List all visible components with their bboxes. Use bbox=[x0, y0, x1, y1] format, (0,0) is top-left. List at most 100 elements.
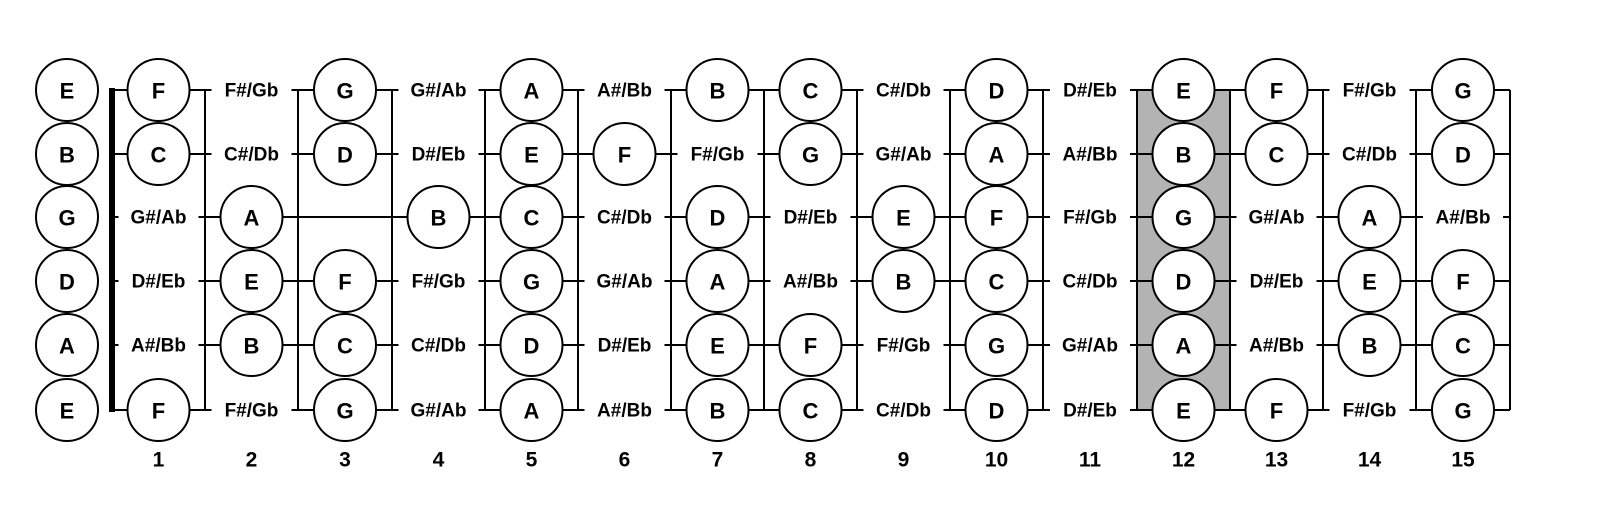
note-label: G#/Ab bbox=[597, 272, 653, 293]
note-label: G bbox=[988, 334, 1005, 359]
fret-note: A bbox=[685, 249, 750, 313]
label-backing bbox=[1236, 332, 1317, 358]
fret-note: D#/Eb bbox=[118, 268, 199, 294]
fret-note: C#/Db bbox=[1050, 268, 1130, 294]
fret-note: E bbox=[685, 313, 750, 377]
note-label: F#/Gb bbox=[877, 336, 931, 357]
note-label: A#/Bb bbox=[783, 272, 838, 293]
label-backing bbox=[584, 204, 665, 230]
note-label: A bbox=[524, 79, 540, 104]
fret-note: D#/Eb bbox=[398, 141, 479, 167]
fret-note: C bbox=[778, 378, 843, 442]
note-circle bbox=[964, 58, 1029, 122]
fret-note: E bbox=[499, 122, 564, 186]
note-circle bbox=[1151, 313, 1216, 377]
fret-number: 9 bbox=[898, 449, 910, 472]
note-label: F bbox=[152, 399, 165, 424]
note-label: G bbox=[523, 270, 540, 295]
note-circle bbox=[406, 185, 471, 249]
note-label: A bbox=[1362, 206, 1378, 231]
fret-note: A bbox=[1151, 313, 1216, 377]
note-circle bbox=[1244, 122, 1309, 186]
note-circle bbox=[592, 122, 657, 186]
fret-note: B bbox=[219, 313, 284, 377]
fret-note: D#/Eb bbox=[584, 332, 665, 358]
note-label: G#/Ab bbox=[131, 208, 187, 229]
fret-note: E bbox=[219, 249, 284, 313]
note-circle bbox=[1431, 58, 1495, 122]
note-label: F#/Gb bbox=[1063, 208, 1117, 229]
open-string-note: B bbox=[35, 122, 99, 186]
label-backing bbox=[211, 141, 292, 167]
note-circle bbox=[219, 313, 284, 377]
note-circle bbox=[1337, 185, 1402, 249]
label-backing bbox=[770, 204, 851, 230]
note-circle bbox=[313, 313, 377, 377]
note-label: A#/Bb bbox=[1249, 336, 1304, 357]
fret-note: A#/Bb bbox=[584, 397, 665, 423]
label-backing bbox=[118, 204, 199, 230]
note-label: D bbox=[710, 206, 726, 231]
fret-number: 11 bbox=[1079, 449, 1102, 472]
fret-note: D bbox=[1431, 122, 1495, 186]
note-circle bbox=[313, 249, 377, 313]
label-backing bbox=[1050, 397, 1130, 423]
fret-number: 15 bbox=[1451, 449, 1475, 472]
note-circle bbox=[871, 185, 936, 249]
note-circle bbox=[1337, 313, 1402, 377]
fret-note: B bbox=[406, 185, 471, 249]
note-label: C#/Db bbox=[597, 208, 652, 229]
fret-note: C bbox=[778, 58, 843, 122]
note-label: A#/Bb bbox=[1436, 208, 1491, 229]
fret-number: 14 bbox=[1358, 449, 1382, 472]
fret-note: C#/Db bbox=[863, 77, 944, 103]
note-label: E bbox=[524, 143, 539, 168]
note-label: C bbox=[989, 270, 1005, 295]
note-label: C#/Db bbox=[411, 336, 466, 357]
fret-note: G bbox=[1431, 58, 1495, 122]
note-label: D#/Eb bbox=[132, 272, 186, 293]
fret-note: C#/Db bbox=[1329, 141, 1410, 167]
note-circle bbox=[126, 122, 191, 186]
fret-note: E bbox=[1151, 58, 1216, 122]
note-label: C bbox=[524, 206, 540, 231]
note-circle bbox=[778, 122, 843, 186]
note-label: B bbox=[710, 399, 726, 424]
open-string-note: D bbox=[35, 249, 99, 313]
note-circle bbox=[219, 249, 284, 313]
fret-note: C bbox=[313, 313, 377, 377]
label-backing bbox=[1050, 141, 1130, 167]
label-backing bbox=[211, 397, 292, 423]
fret-note: A#/Bb bbox=[1236, 332, 1317, 358]
note-label: F#/Gb bbox=[225, 401, 279, 422]
note-label: E bbox=[60, 399, 75, 424]
label-backing bbox=[398, 141, 479, 167]
note-label: C#/Db bbox=[876, 81, 931, 102]
note-circle bbox=[1431, 378, 1495, 442]
fret-note: E bbox=[871, 185, 936, 249]
fret-number: 8 bbox=[805, 449, 817, 472]
note-label: F bbox=[804, 334, 817, 359]
fret-note: E bbox=[1151, 378, 1216, 442]
fret-note: C#/Db bbox=[398, 332, 479, 358]
fret-note: G bbox=[313, 58, 377, 122]
note-label: G bbox=[336, 399, 353, 424]
note-label: G bbox=[1454, 399, 1471, 424]
note-circle bbox=[685, 313, 750, 377]
note-circle bbox=[685, 185, 750, 249]
label-backing bbox=[677, 141, 758, 167]
fret-note: B bbox=[1337, 313, 1402, 377]
note-circle bbox=[1337, 249, 1402, 313]
note-circle bbox=[499, 249, 564, 313]
note-label: D bbox=[1455, 143, 1471, 168]
fret-note: A#/Bb bbox=[770, 268, 851, 294]
fret-note: G#/Ab bbox=[1050, 332, 1130, 358]
note-label: F#/Gb bbox=[1343, 81, 1397, 102]
note-label: C bbox=[803, 399, 819, 424]
fret-note: G#/Ab bbox=[398, 397, 479, 423]
fret-note: A bbox=[499, 378, 564, 442]
fret-note: F bbox=[592, 122, 657, 186]
note-label: C bbox=[337, 334, 353, 359]
note-label: E bbox=[710, 334, 725, 359]
